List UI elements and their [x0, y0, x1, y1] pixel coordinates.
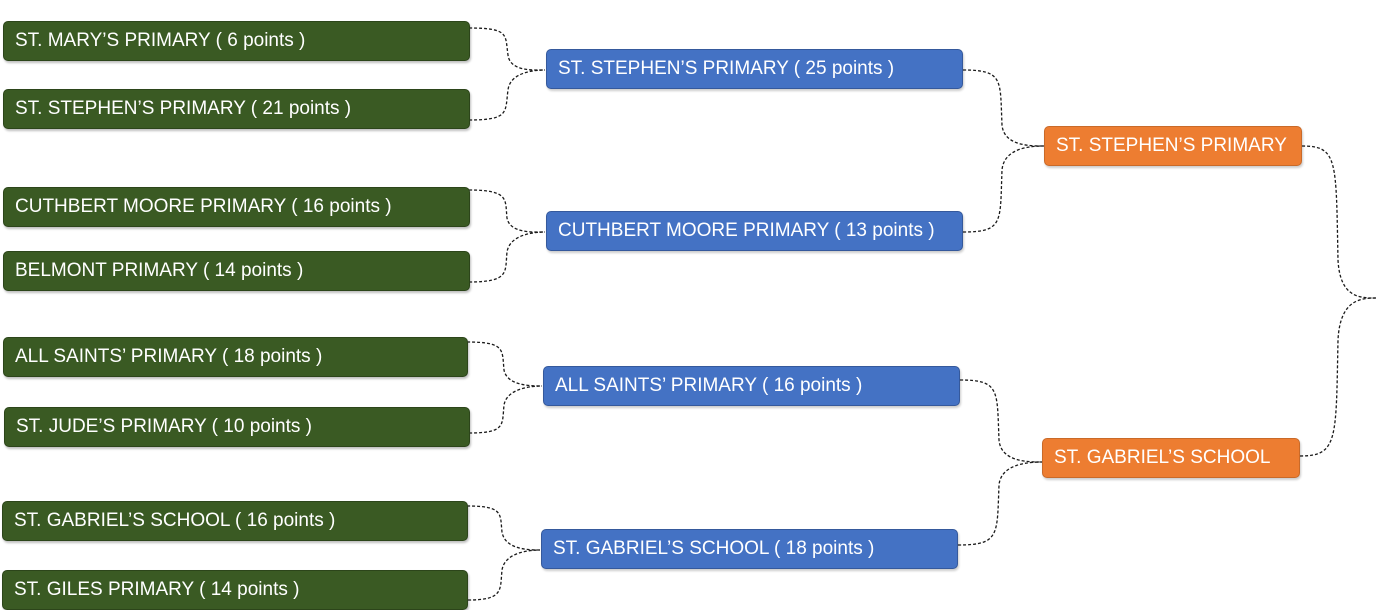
connector-r2-3	[959, 379, 1043, 463]
connector-r1-7	[466, 505, 541, 551]
connector-r2-2	[962, 145, 1045, 233]
final-team-2: ST. GABRIEL’S SCHOOL	[1042, 438, 1300, 478]
round2-team-2: CUTHBERT MOORE PRIMARY ( 13 points )	[546, 211, 963, 251]
connector-r1-8	[467, 549, 541, 601]
connector-r1-3	[468, 189, 546, 233]
connector-r1-6	[468, 385, 543, 434]
round1-team-8: ST. GILES PRIMARY ( 14 points )	[2, 570, 468, 610]
connector-r1-5	[466, 341, 543, 387]
round1-team-2: ST. STEPHEN’S PRIMARY ( 21 points )	[3, 89, 470, 129]
round1-team-5: ALL SAINTS’ PRIMARY ( 18 points )	[3, 337, 468, 377]
connector-final-2	[1299, 297, 1376, 457]
final-team-1: ST. STEPHEN’S PRIMARY	[1044, 126, 1302, 166]
round1-team-4: BELMONT PRIMARY ( 14 points )	[3, 251, 470, 291]
round1-team-3: CUTHBERT MOORE PRIMARY ( 16 points )	[3, 187, 470, 227]
connector-r1-1	[468, 27, 546, 71]
connector-r1-2	[468, 69, 546, 121]
round2-team-4: ST. GABRIEL’S SCHOOL ( 18 points )	[541, 529, 958, 569]
connector-r1-4	[468, 231, 546, 283]
round1-team-7: ST. GABRIEL’S SCHOOL ( 16 points )	[2, 501, 468, 541]
connector-r2-4	[957, 461, 1043, 546]
round2-team-1: ST. STEPHEN’S PRIMARY ( 25 points )	[546, 49, 963, 89]
round1-team-6: ST. JUDE’S PRIMARY ( 10 points )	[4, 407, 470, 447]
connector-r2-1	[962, 69, 1045, 147]
round2-team-3: ALL SAINTS’ PRIMARY ( 16 points )	[543, 366, 960, 406]
round1-team-1: ST. MARY’S PRIMARY ( 6 points )	[3, 21, 470, 61]
connector-final-1	[1301, 145, 1376, 299]
